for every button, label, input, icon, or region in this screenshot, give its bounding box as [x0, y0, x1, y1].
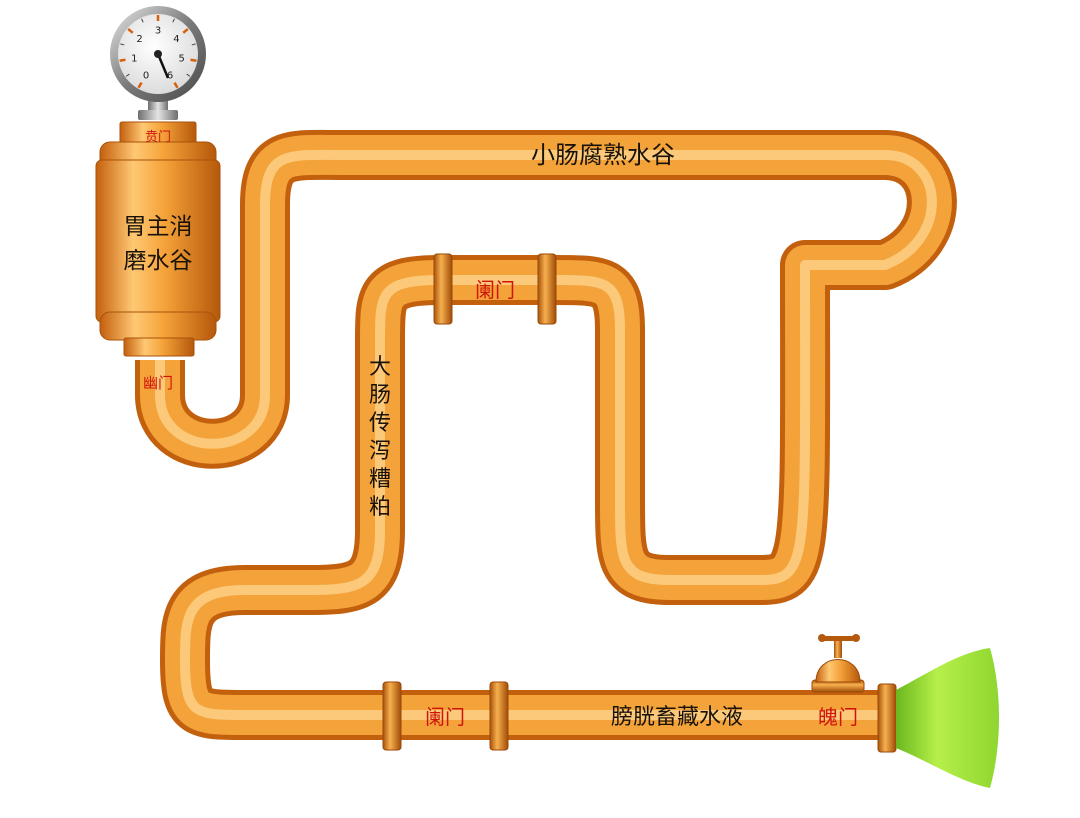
gauge-tick-label: 2: [136, 34, 142, 45]
valve-dome: [815, 659, 861, 683]
large-intestine-char: 泻: [369, 439, 391, 464]
large-intestine-char: 大: [369, 355, 391, 380]
gauge-minor-tick: [120, 43, 125, 46]
gauge-tick: [190, 58, 197, 63]
pressure-gauge: 01 2 3 4 56: [110, 6, 206, 120]
gate-lan-top-label: 阑门: [475, 278, 515, 302]
gauge-minor-tick: [172, 18, 175, 23]
gate-ben-label: 贲门: [145, 130, 171, 145]
flanges: [382, 253, 897, 753]
gate-po-label: 魄门: [818, 705, 858, 729]
valve-stem: [834, 640, 842, 658]
gauge-tick-label: 6: [167, 70, 173, 81]
pipe: [135, 129, 957, 740]
gauge-minor-tick: [186, 73, 191, 77]
gauge-needle: [156, 53, 170, 79]
tank-body: [95, 159, 221, 323]
flange-lan-top-right: [537, 253, 557, 325]
gauge-tick: [127, 27, 134, 34]
stomach-tank: [95, 121, 221, 357]
gauge-tick-label: 1: [131, 54, 137, 65]
gauge-pivot: [154, 50, 162, 58]
gauge-tick-label: 5: [178, 54, 184, 65]
gauge-tick-label: 3: [155, 26, 161, 37]
valve-handle-knob-left: [818, 634, 826, 642]
gauge-tick: [137, 81, 143, 89]
flange-lan-bottom-left: [382, 681, 402, 751]
labels: 贲门 胃主消 磨水谷 幽门 小肠腐熟水谷 阑门 大 肠 传 泻 糟 粕 阑门 膀…: [124, 130, 859, 730]
gauge-scale: 01 2 3 4 56: [119, 15, 197, 89]
valve-handle-knob-right: [852, 634, 860, 642]
large-intestine-label: 大 肠 传 泻 糟 粕: [369, 355, 391, 520]
gate-lan-bottom-label: 阑门: [425, 705, 465, 729]
gauge-minor-tick: [141, 18, 144, 23]
flange-lan-top-left: [433, 253, 453, 325]
gauge-minor-tick: [191, 43, 196, 46]
outflow-green: [896, 648, 999, 788]
stomach-label-line1: 胃主消: [124, 214, 193, 240]
gauge-tick: [119, 58, 126, 63]
gauge-minor-tick: [125, 73, 130, 77]
small-intestine-label: 小肠腐熟水谷: [531, 141, 675, 169]
gauge-tick: [173, 81, 179, 89]
gauge-tick-label: 4: [173, 34, 179, 45]
flange-outlet: [877, 683, 897, 753]
gauge-nut: [138, 110, 178, 120]
large-intestine-char: 粕: [369, 495, 391, 520]
large-intestine-char: 肠: [369, 383, 391, 408]
bladder-label: 膀胱畜藏水液: [611, 705, 743, 730]
valve: [811, 634, 865, 693]
gauge-tick-label: 0: [143, 70, 149, 81]
tank-bottom-cap: [99, 311, 217, 341]
gate-you-neck: [123, 337, 195, 357]
large-intestine-char: 糟: [369, 467, 391, 492]
gate-you-label: 幽门: [143, 374, 173, 392]
stomach-label-line2: 磨水谷: [124, 248, 193, 274]
gauge-tick: [182, 27, 189, 34]
large-intestine-char: 传: [369, 411, 391, 436]
valve-handle: [822, 636, 856, 641]
flange-lan-bottom-right: [489, 681, 509, 751]
